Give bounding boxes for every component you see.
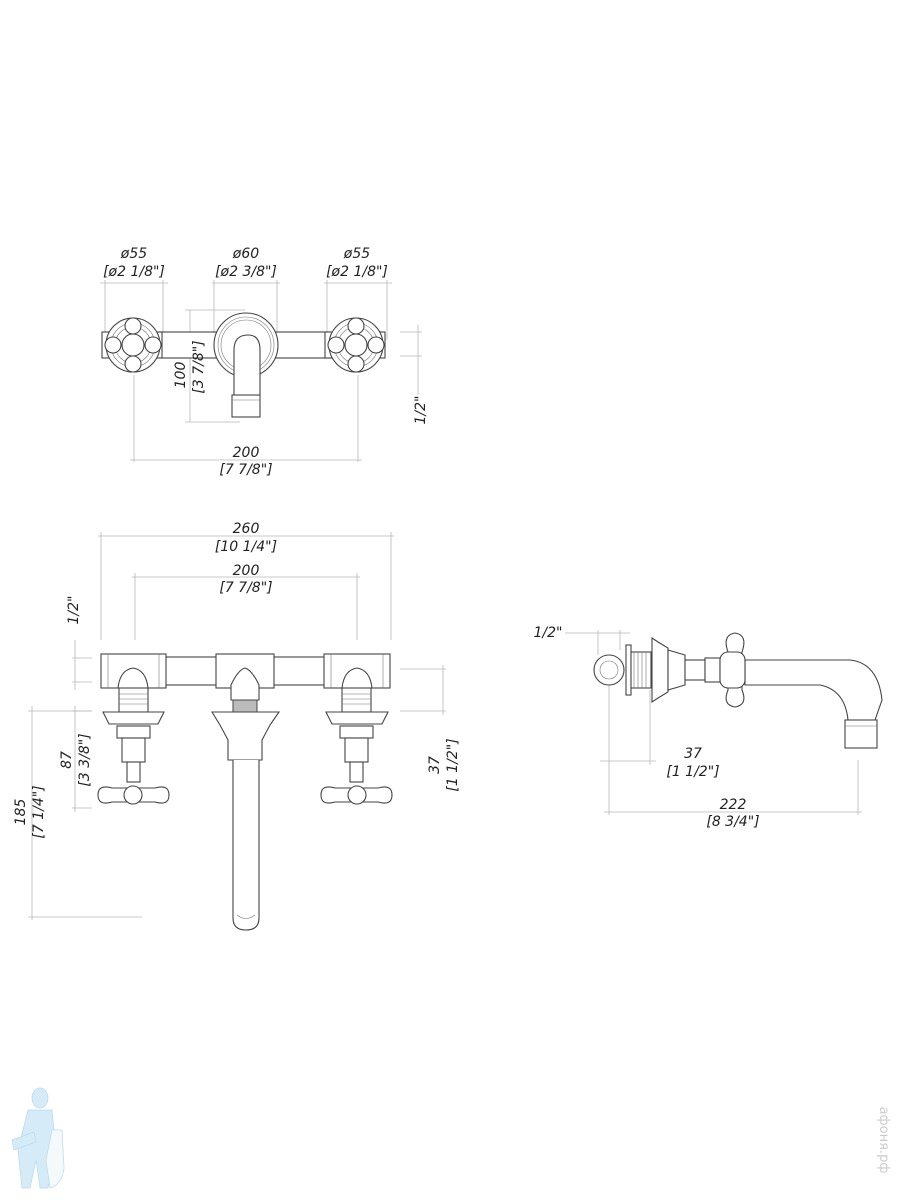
spout-height: 100 [173, 362, 189, 389]
front-dimension-lines [28, 532, 446, 920]
left-handle-diameter-inch: [ø2 1/8"] [103, 264, 165, 280]
overall-width-inch: [10 1/4"] [215, 539, 277, 555]
right-handle-diameter: ø55 [343, 246, 370, 262]
valve-depth: 87 [59, 751, 75, 769]
spout-reach-inch: [8 3/4"] [706, 814, 759, 830]
spout-height-inch: [3 7/8"] [191, 340, 207, 393]
front-wall-depth-inch: [1 1/2"] [445, 738, 461, 791]
top-center-spacing-inch: [7 7/8"] [219, 462, 272, 478]
front-wall-depth: 37 [427, 756, 443, 774]
top-center-spacing: 200 [233, 445, 260, 461]
escutcheon-diameter-inch: [ø2 3/8"] [215, 264, 277, 280]
front-center-spacing-inch: [7 7/8"] [219, 580, 272, 596]
right-handle-diameter-inch: [ø2 1/8"] [326, 264, 388, 280]
front-left-valve [97, 653, 170, 805]
right-cross-handle [324, 317, 386, 373]
overall-width: 260 [233, 521, 260, 537]
front-view: 260 [10 1/4"] 200 [7 7/8"] 1/2" 87 [3 3/… [13, 521, 461, 931]
left-cross-handle [101, 317, 163, 373]
front-pipe-size: 1/2" [66, 596, 82, 625]
side-view: 1/2" 37 [1 1/2"] 222 [8 3/4"] [534, 625, 883, 830]
top-dimension-lines [100, 280, 422, 462]
valve-depth-inch: [3 3/8"] [77, 733, 93, 786]
side-wall-depth: 37 [684, 746, 702, 762]
top-view: ø55 [ø2 1/8"] ø60 [ø2 3/8"] ø55 [ø2 1/8"… [100, 246, 429, 478]
plumber-mascot-logo [11, 1087, 65, 1189]
spout-reach: 222 [720, 797, 747, 813]
overall-depth: 185 [13, 799, 29, 826]
center-escutcheon-spout [213, 312, 279, 418]
left-handle-diameter: ø55 [120, 246, 147, 262]
side-dimension-lines [565, 630, 862, 815]
front-right-valve [320, 653, 393, 805]
side-cross-handle [719, 632, 746, 708]
escutcheon-diameter: ø60 [232, 246, 259, 262]
top-pipe-size: 1/2" [413, 396, 429, 425]
side-pipe-size: 1/2" [534, 625, 563, 641]
side-wall-depth-inch: [1 1/2"] [666, 764, 719, 780]
front-center-spout [211, 653, 281, 931]
overall-depth-inch: [7 1/4"] [31, 785, 47, 838]
front-center-spacing: 200 [233, 563, 260, 579]
watermark-text: афоня.рф [876, 1107, 891, 1174]
